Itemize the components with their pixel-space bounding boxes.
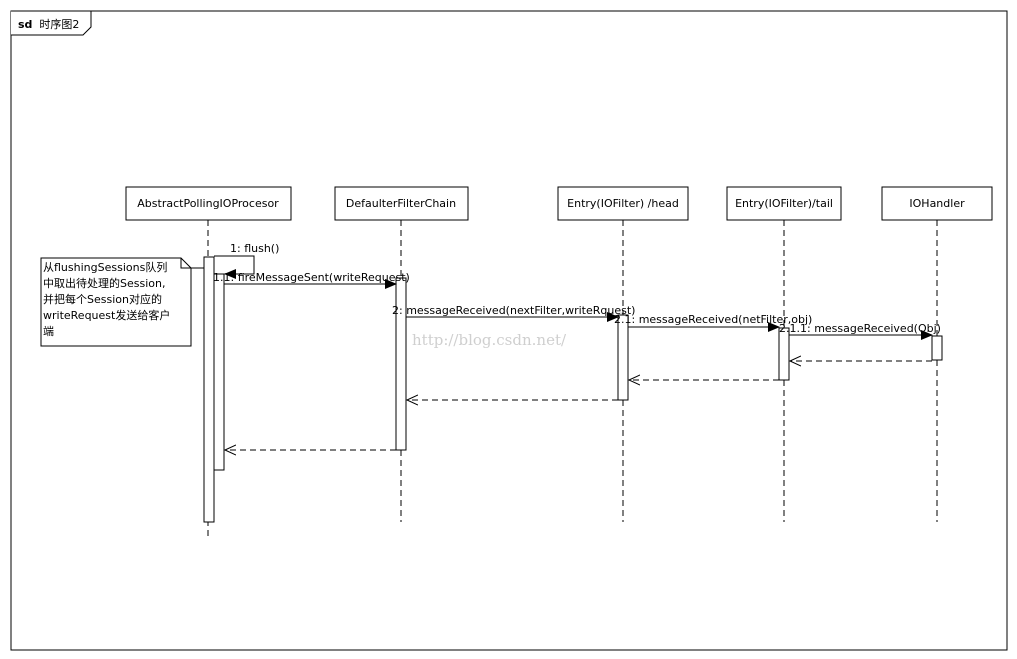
message-label: 1: flush(): [230, 242, 279, 255]
frame-keyword: sd: [18, 18, 32, 31]
lifeline-label: IOHandler: [909, 197, 965, 210]
activation-handler: [931, 335, 943, 361]
note-line: 从flushingSessions队列: [43, 260, 167, 274]
activation-chain: [395, 277, 407, 451]
activation-processor-outer: [203, 256, 215, 523]
watermark: http://blog.csdn.net/: [412, 331, 567, 349]
lifeline-tail: Entry(IOFilter)/tail: [726, 186, 842, 522]
message-message-received-tail: 2.1: messageReceived(netFilter,obj): [614, 313, 812, 332]
frame-title: 时序图2: [39, 17, 79, 31]
note-line: writeRequest发送给客户: [43, 308, 170, 322]
note-line: 并把每个Session对应的: [43, 292, 162, 306]
svg-text:sd 时序图2: sd 时序图2: [18, 15, 79, 32]
lifeline-handler: IOHandler: [881, 186, 993, 522]
message-label: 1.1: fireMessageSent(writeRequest): [213, 271, 410, 284]
message-fire-message-sent: 1.1: fireMessageSent(writeRequest): [213, 271, 410, 289]
message-label: 2.1: messageReceived(netFilter,obj): [614, 313, 812, 326]
lifeline-label: DefaulterFilterChain: [346, 197, 456, 210]
message-message-received-head: 2: messageReceived(nextFilter,writeRques…: [392, 304, 635, 322]
lifeline-label: AbstractPollingIOProcesor: [137, 197, 279, 210]
note-line: 中取出待处理的Session,: [43, 276, 165, 290]
message-label: 2: messageReceived(nextFilter,writeRques…: [392, 304, 635, 317]
activation-tail: [778, 327, 790, 381]
activation-processor-inner: [213, 273, 225, 471]
lifeline-label: Entry(IOFilter) /head: [567, 197, 679, 210]
lifeline-head: Entry(IOFilter) /head: [557, 186, 689, 522]
activation-head: [617, 314, 629, 401]
message-message-received-handler: 2.1.1: messageReceived(Obj): [779, 322, 941, 340]
message-flush: 1: flush(): [214, 242, 279, 279]
note: 从flushingSessions队列 中取出待处理的Session, 并把每个…: [40, 257, 204, 347]
note-line: 端: [43, 325, 54, 338]
frame-title-tab: [11, 10, 92, 36]
message-label: 2.1.1: messageReceived(Obj): [779, 322, 941, 335]
lifeline-label: Entry(IOFilter)/tail: [735, 197, 833, 210]
